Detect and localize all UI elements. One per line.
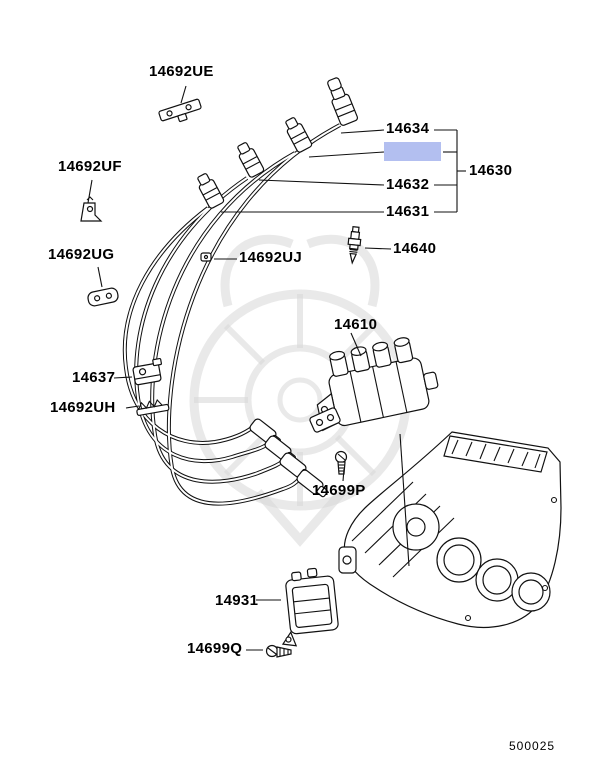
ignition-module [281,567,339,647]
part-label-14610[interactable]: 14610 [334,316,378,333]
clip-14692UE [158,98,202,123]
clip-14692UG [87,287,119,307]
spark-plug [347,226,362,265]
ignition-coil [316,337,439,432]
cable-boots-upper [197,77,359,209]
highlight-selected-part[interactable] [384,142,441,161]
part-label-14692uj[interactable]: 14692UJ [239,249,302,266]
part-label-14692uh[interactable]: 14692UH [50,399,116,416]
part-label-14692ug[interactable]: 14692UG [48,246,115,263]
part-label-14634[interactable]: 14634 [386,120,430,137]
part-label-14630[interactable]: 14630 [469,162,513,179]
part-label-14692ue[interactable]: 14692UE [149,63,214,80]
screw-14699Q [265,644,292,658]
cable-boots-lower [249,418,329,498]
part-label-14931[interactable]: 14931 [215,592,259,609]
spark-plug-cables [122,123,341,506]
clip-14692UH [136,399,170,416]
leader-lines [87,85,466,651]
part-label-14692uf[interactable]: 14692UF [58,158,122,175]
engine-block [338,431,562,628]
coil-bracket [309,407,341,433]
clip-14637 [132,357,162,386]
clip-14692UJ [200,252,212,262]
part-label-14640[interactable]: 14640 [393,240,437,257]
part-label-14632[interactable]: 14632 [386,176,430,193]
part-label-14637[interactable]: 14637 [72,369,116,386]
part-label-14699p[interactable]: 14699P [312,482,366,499]
bolt-14699P [334,450,348,475]
part-label-14699q[interactable]: 14699Q [187,640,243,657]
drawing-number: 500025 [509,739,556,753]
part-label-14631[interactable]: 14631 [386,203,430,220]
clip-14692UF [80,196,103,222]
